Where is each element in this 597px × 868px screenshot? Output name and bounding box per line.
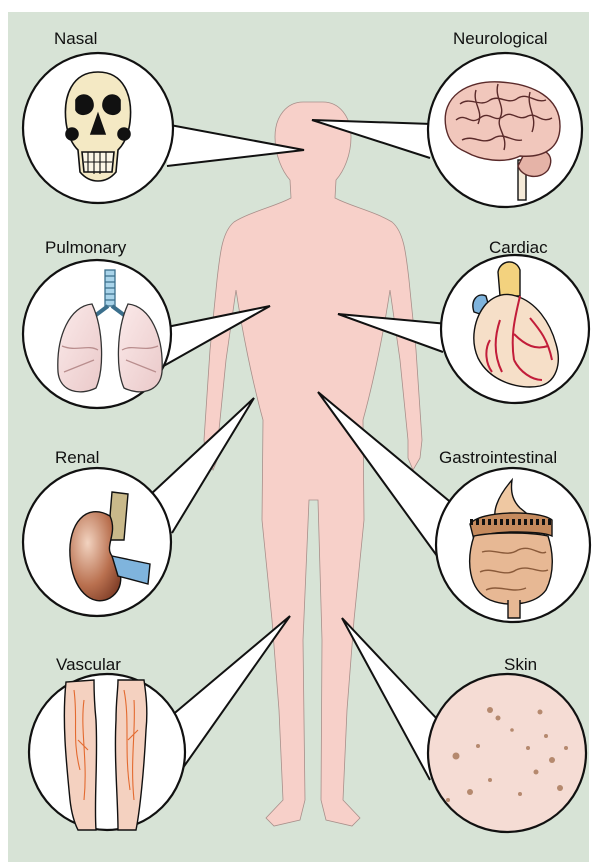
label-neurological: Neurological: [453, 29, 548, 49]
label-pulmonary: Pulmonary: [45, 238, 126, 258]
label-renal: Renal: [55, 448, 99, 468]
label-skin: Skin: [504, 655, 537, 675]
skin-circle: [428, 674, 586, 832]
label-vascular: Vascular: [56, 655, 121, 675]
label-nasal: Nasal: [54, 29, 97, 49]
label-cardiac: Cardiac: [489, 238, 548, 258]
label-gastrointestinal: Gastrointestinal: [439, 448, 557, 468]
vascular-circle: [29, 674, 185, 830]
